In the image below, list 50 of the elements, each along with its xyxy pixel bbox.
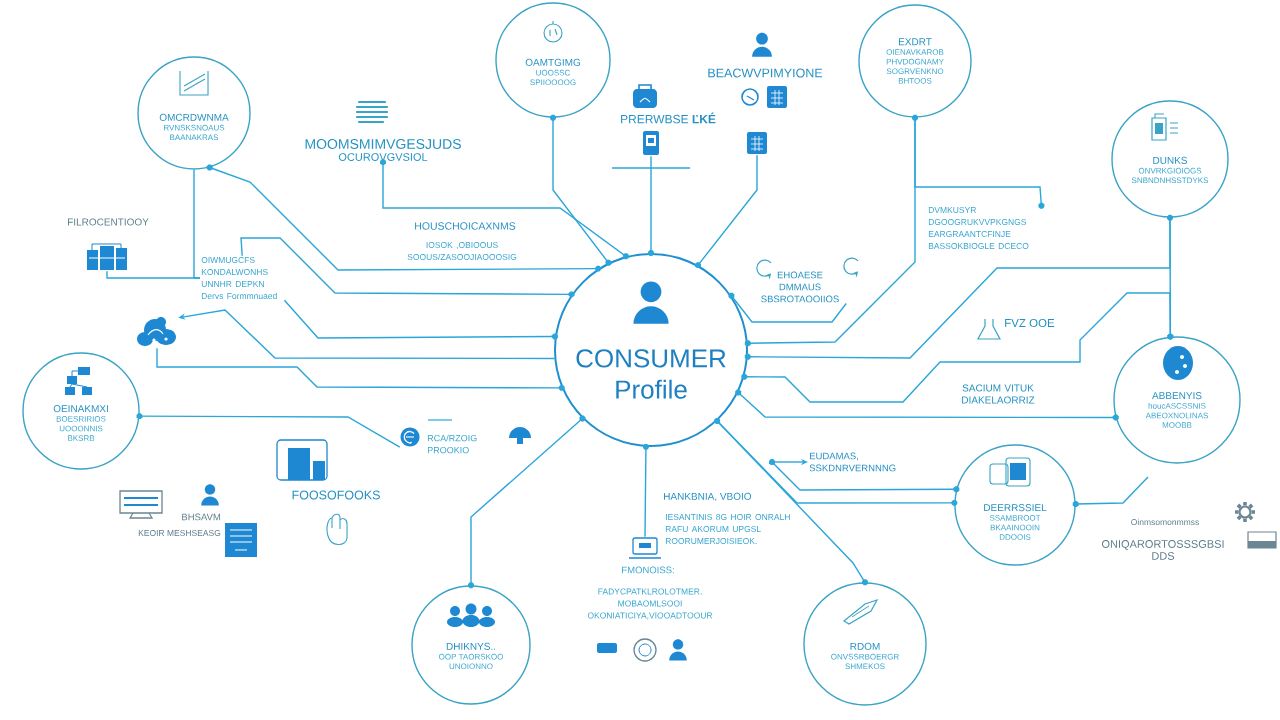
text-label: IESANTINIS 8G HOIR ONRALH RAFU AKORUM UPGSL ROORUMERJOISIEOK.: [665, 514, 790, 544]
topic-label: OIWMUGCFS KONDALWONHS UNNHR DEPKN Dervs Formmnuaed: [201, 257, 277, 299]
connector-line: [642, 443, 649, 538]
connector-line: [728, 292, 847, 323]
grid-icon: [747, 132, 767, 154]
text-label: IOSOK ,OBIOOUS SOOUS/ZASOOJIAOOOSIG: [407, 242, 517, 260]
connector-line: [156, 347, 565, 391]
topic-label: EHOAESE DMMAUS SBSROTAOOIIOS: [761, 271, 839, 303]
text-label: SACIUM VITUK DIAKELAORRIZ: [962, 384, 1035, 404]
text-label: Oinmsomonmmss: [1131, 518, 1199, 526]
connector-line: [741, 292, 1174, 403]
text-label: FMONOISS:: [622, 566, 674, 574]
connector-line: [769, 459, 960, 493]
text-label: ONIQARORTOSSSGBSI DDS: [1102, 540, 1224, 560]
containers-icon: [87, 243, 127, 270]
laptop-icon: [628, 537, 662, 559]
connector-line: [695, 154, 758, 269]
connector-line: [550, 114, 612, 266]
connector-line: [468, 415, 586, 589]
text-label: HANKBNIA, VBOIO: [664, 492, 752, 502]
connector-line: [744, 114, 918, 347]
connector-line: [1072, 476, 1149, 507]
text-label: FOOSOFOOKS: [292, 490, 380, 500]
topic-label: DVMKUSYR DGOOGRUKVVPKGNGS EARGRAANTCFINJE BASSOKBIOGLE DCECO: [928, 207, 1029, 249]
cloud-icon: [137, 317, 176, 346]
tablet-icon: [643, 131, 659, 155]
topic-label: MOOMSMIMVGESJUDS OCUROVGVSIOL: [305, 139, 461, 161]
connector-line: [716, 420, 958, 506]
connector-line: [106, 270, 201, 279]
connector-line: [914, 117, 1045, 209]
text-label: PRERWBSE ĽKÉ: [621, 112, 716, 124]
connector-line: [714, 417, 868, 586]
caption-text: FILROCENTIOOY: [68, 218, 149, 226]
topic-label: EUDAMAS, SSKDNRVERNNNG: [809, 452, 896, 472]
text-label: FVZ OOE: [1005, 318, 1055, 328]
connector-line: [380, 159, 629, 260]
connector-line: [240, 237, 575, 298]
text-label: FADYCPATKLROLOTMER. MOBAOMLSOOI OKONIATICIYA,VIOOADTOOUR: [587, 588, 713, 620]
connector-line: [206, 164, 602, 272]
connector-line: [136, 413, 401, 448]
text-label: BHSAVM: [182, 513, 221, 521]
connector-line: [744, 214, 1173, 360]
connector-line: [283, 299, 558, 340]
caption-text: RCA/RZOIG PROOKIO: [427, 434, 477, 454]
text-label: KEOIR MESHSEASG: [138, 530, 221, 536]
connector-line: [648, 155, 654, 256]
connector-line: [735, 389, 1119, 421]
text-label: HOUSCHOICAXNMS: [415, 222, 516, 230]
refresh-icon: [400, 427, 420, 447]
text-label: BEACWVPIMYIONE: [708, 68, 823, 78]
